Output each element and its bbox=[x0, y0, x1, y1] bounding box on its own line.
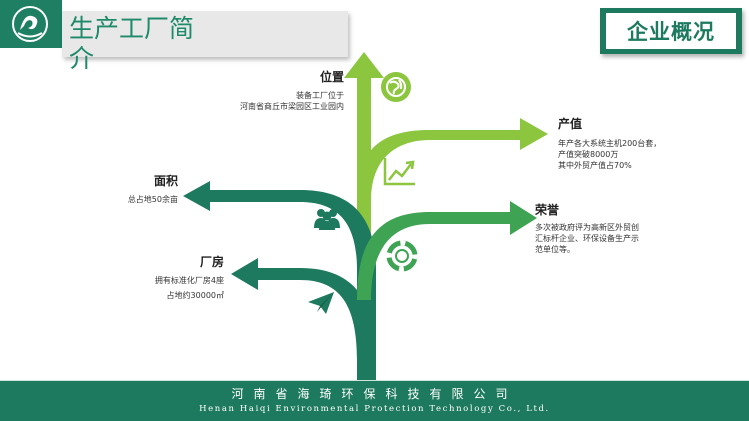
logo-box bbox=[0, 0, 62, 48]
globe-icon bbox=[381, 72, 411, 102]
title-box bbox=[62, 11, 348, 57]
location-line-1: 装备工厂位于 bbox=[296, 91, 344, 100]
plant-line-2: 占地约30000㎡ bbox=[166, 291, 224, 300]
output-label: 产值 bbox=[558, 117, 583, 131]
output-line-1: 年产各大系统主机200台套， bbox=[558, 139, 662, 148]
honor-desc: 多次被政府评为高新区外贸创 汇标杆企业、环保设备生产示 范单位等。 bbox=[535, 222, 695, 255]
output-line-2: 产值突破8000万 bbox=[558, 150, 619, 159]
branch-honor bbox=[357, 201, 537, 300]
plant-line-1: 拥有标准化厂房4座 bbox=[154, 276, 224, 285]
location-line-2: 河南省商丘市梁园区工业园内 bbox=[240, 102, 344, 111]
trunk-upper bbox=[344, 52, 384, 248]
branch-plant bbox=[231, 258, 376, 360]
honor-line-3: 范单位等。 bbox=[535, 245, 575, 254]
branch-area bbox=[183, 181, 376, 270]
honor-label: 荣誉 bbox=[535, 203, 560, 217]
lifebuoy-icon bbox=[386, 240, 418, 272]
area-label: 面积 bbox=[153, 174, 178, 188]
location-desc: 装备工厂位于 河南省商丘市梁园区工业园内 bbox=[190, 90, 344, 112]
branch-output bbox=[357, 118, 548, 200]
section-title: 企业概况 bbox=[606, 13, 736, 49]
honor-line-2: 汇标杆企业、环保设备生产示 bbox=[535, 234, 639, 243]
people-icon bbox=[314, 209, 340, 230]
page-title: 生产工厂简介 bbox=[69, 14, 195, 73]
area-line-1: 总占地50余亩 bbox=[127, 195, 178, 204]
area-desc: 总占地50余亩 bbox=[80, 194, 178, 205]
plant-label: 厂房 bbox=[199, 255, 224, 269]
output-desc: 年产各大系统主机200台套， 产值突破8000万 其中外贸产值占70% bbox=[558, 138, 708, 171]
footer-company-cn: 河南省海琦环保科技有限公司 bbox=[231, 387, 518, 401]
plant-desc: 拥有标准化厂房4座 占地约30000㎡ bbox=[110, 273, 224, 303]
section-badge: 企业概况 bbox=[600, 8, 742, 54]
footer-company-en: Henan Haiqi Environmental Protection Tec… bbox=[199, 404, 550, 414]
honor-line-1: 多次被政府评为高新区外贸创 bbox=[535, 223, 639, 232]
chart-line-icon bbox=[383, 158, 415, 186]
logo-icon bbox=[12, 6, 48, 42]
location-label: 位置 bbox=[319, 70, 344, 84]
footer-bar bbox=[0, 381, 749, 421]
output-line-3: 其中外贸产值占70% bbox=[558, 161, 632, 170]
paper-plane-icon bbox=[308, 292, 334, 314]
